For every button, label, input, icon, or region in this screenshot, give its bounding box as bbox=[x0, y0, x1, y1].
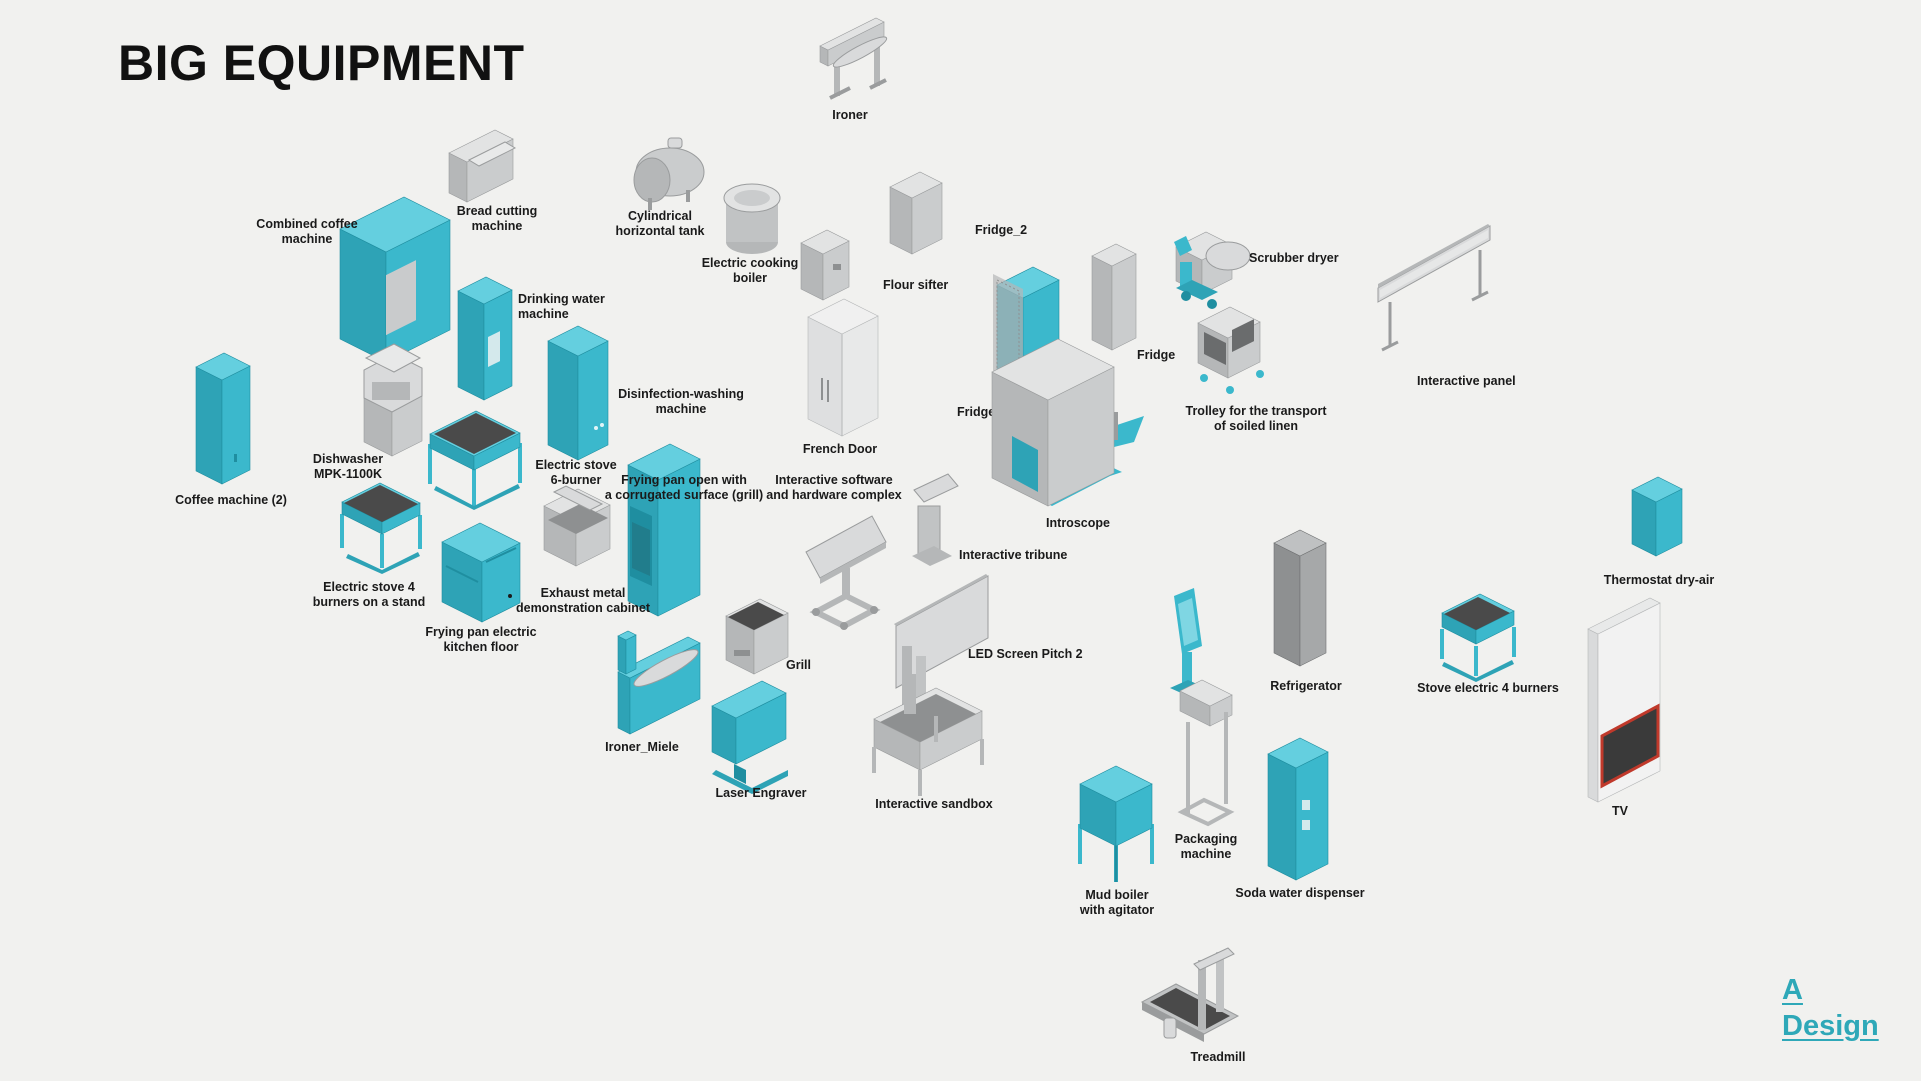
drinking-water-machine-label: Drinking water machine bbox=[518, 292, 605, 321]
flour-sifter-label: Flour sifter bbox=[883, 278, 949, 292]
treadmill-icon bbox=[1140, 947, 1240, 1044]
ironer-miele-icon bbox=[616, 624, 708, 736]
trolley-soiled-linen-label: Trolley for the transport of soiled line… bbox=[1185, 404, 1327, 433]
interactive-sandbox-icon bbox=[872, 674, 1000, 798]
bread-cutting-machine-icon bbox=[448, 129, 520, 204]
frying-pan-grill-icon bbox=[624, 443, 702, 618]
interactive-panel-label: Interactive panel bbox=[1417, 374, 1516, 388]
coffee-machine-2-label: Coffee machine (2) bbox=[175, 493, 287, 507]
scrubber-dryer-icon bbox=[1172, 231, 1251, 309]
stove-electric-4-label: Stove electric 4 burners bbox=[1417, 681, 1559, 695]
disinfection-washing-machine-label: Disinfection-washing machine bbox=[618, 387, 744, 416]
introscope-label: Introscope bbox=[1046, 516, 1110, 530]
interactive-sandbox-label: Interactive sandbox bbox=[875, 797, 993, 811]
ironer-label: Ironer bbox=[832, 108, 868, 122]
fridge-2-icon bbox=[889, 171, 964, 256]
mud-boiler-label: Mud boiler with agitator bbox=[1079, 888, 1155, 917]
cylindrical-horizontal-tank-icon bbox=[630, 132, 705, 212]
combined-coffee-machine-label: Combined coffee machine bbox=[256, 217, 358, 246]
laser-engraver-label: Laser Engraver bbox=[715, 786, 807, 800]
bread-cutting-machine-label: Bread cutting machine bbox=[456, 204, 538, 233]
mud-boiler-icon bbox=[1078, 765, 1154, 886]
electric-stove-6-label: Electric stove 6-burner bbox=[535, 458, 617, 487]
interactive-software-icon bbox=[802, 512, 890, 630]
fridge-b-icon bbox=[1090, 243, 1138, 352]
combined-coffee-machine-icon bbox=[336, 196, 452, 364]
disinfection-washing-machine-icon bbox=[544, 325, 610, 462]
trolley-soiled-linen-icon bbox=[1197, 306, 1264, 396]
electric-cooking-boiler-label: Electric cooking boiler bbox=[701, 256, 799, 285]
exhaust-cabinet-label: Exhaust metal demonstration cabinet bbox=[515, 586, 651, 615]
grill-label: Grill bbox=[786, 658, 812, 672]
tv-label: TV bbox=[1612, 804, 1628, 818]
fridge-a-label: Fridge bbox=[957, 405, 996, 419]
electric-cooking-boiler-icon bbox=[720, 176, 784, 256]
electric-stove-4-stand-label: Electric stove 4 burners on a stand bbox=[312, 580, 426, 609]
thermostat-dry-air-icon bbox=[1630, 476, 1686, 558]
french-door-icon bbox=[806, 298, 880, 440]
interactive-panel-icon bbox=[1376, 224, 1496, 352]
tv-icon bbox=[1584, 597, 1662, 804]
interactive-tribune-label: Interactive tribune bbox=[959, 548, 1068, 562]
electric-stove-6-icon bbox=[428, 410, 524, 514]
frying-pan-grill-label: Frying pan open with a corrugated surfac… bbox=[604, 473, 764, 502]
logo-line-2: Design bbox=[1782, 1010, 1879, 1042]
a-design-logo[interactable]: A Design bbox=[1782, 972, 1879, 1044]
interactive-tribune-icon bbox=[908, 470, 960, 570]
coffee-machine-2-icon bbox=[195, 352, 252, 486]
electric-stove-4-stand-icon bbox=[340, 478, 422, 576]
soda-water-dispenser-label: Soda water dispenser bbox=[1235, 886, 1365, 900]
frying-pan-floor-label: Frying pan electric kitchen floor bbox=[425, 625, 537, 654]
introscope-icon bbox=[982, 316, 1162, 512]
french-door-label: French Door bbox=[802, 442, 878, 456]
thermostat-dry-air-label: Thermostat dry-air bbox=[1603, 573, 1715, 587]
ironer-icon bbox=[819, 17, 890, 102]
logo-line-1: A bbox=[1782, 974, 1803, 1006]
packaging-machine-label: Packaging machine bbox=[1174, 832, 1238, 861]
led-screen-label: LED Screen Pitch 2 bbox=[968, 647, 1083, 661]
dishwasher-icon bbox=[358, 328, 424, 458]
laser-engraver-icon bbox=[711, 680, 792, 796]
refrigerator-label: Refrigerator bbox=[1270, 679, 1342, 693]
interactive-software-label: Interactive software and hardware comple… bbox=[766, 473, 902, 502]
stove-electric-4-icon bbox=[1440, 586, 1516, 684]
fridge-2-label: Fridge_2 bbox=[975, 223, 1028, 237]
soda-water-dispenser-icon bbox=[1264, 737, 1329, 882]
packaging-machine-icon bbox=[1177, 679, 1235, 827]
drinking-water-machine-icon bbox=[454, 276, 514, 404]
grill-icon bbox=[724, 588, 790, 676]
ironer-miele-label: Ironer_Miele bbox=[605, 740, 679, 754]
treadmill-label: Treadmill bbox=[1190, 1050, 1246, 1064]
flour-sifter-icon bbox=[800, 226, 863, 302]
exhaust-cabinet-icon bbox=[542, 485, 611, 570]
frying-pan-floor-icon bbox=[440, 522, 522, 624]
dishwasher-label: Dishwasher MPK-1100K bbox=[312, 452, 384, 481]
refrigerator-icon bbox=[1272, 529, 1328, 668]
fridge-b-label: Fridge bbox=[1137, 348, 1176, 362]
page-title: BIG EQUIPMENT bbox=[118, 35, 525, 91]
scrubber-dryer-label: Scrubber dryer bbox=[1249, 251, 1339, 265]
cylindrical-horizontal-tank-label: Cylindrical horizontal tank bbox=[615, 209, 705, 238]
